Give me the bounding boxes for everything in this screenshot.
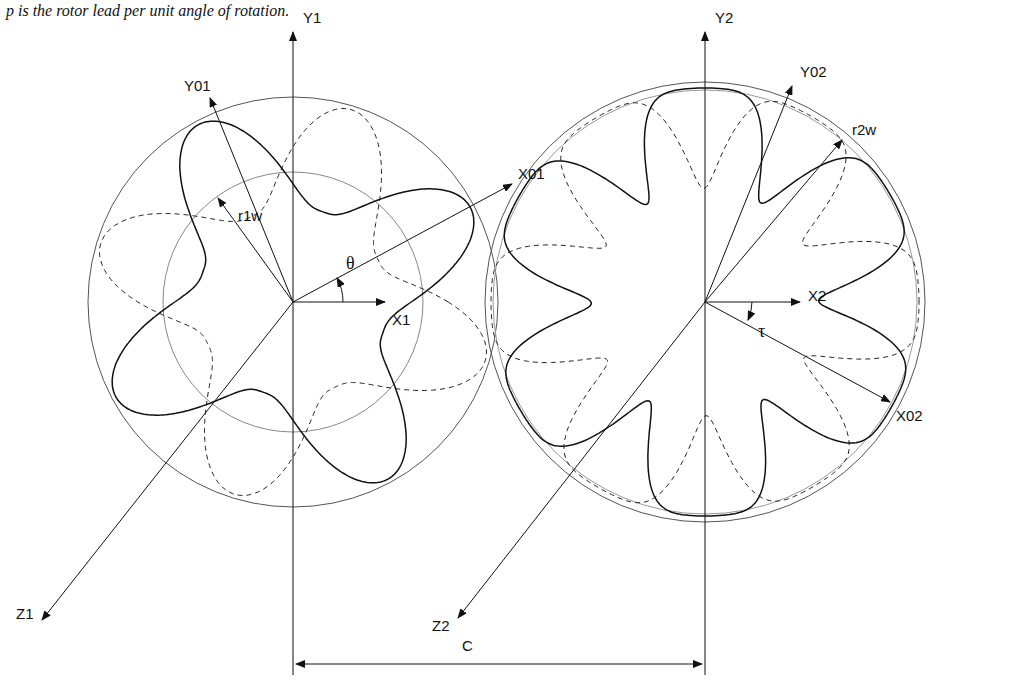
radius-label: r1w [238,208,262,223]
dimension-label: C [462,638,473,653]
angle-label: θ [346,254,355,272]
axis-label: Y01 [184,78,211,93]
angle-label: τ [758,322,765,340]
axis-label: Y1 [303,10,321,25]
axis-label: Y2 [715,10,733,25]
axis-label: Y02 [800,64,827,79]
radius-label: r2w [852,122,876,137]
axis-label: X02 [896,408,923,423]
axis-label: Z2 [432,618,450,633]
axis-label: Z1 [16,606,34,621]
axis-label: X01 [518,166,545,181]
note-text: p is the rotor lead per unit angle of ro… [6,3,289,19]
axis-label: X2 [808,288,826,303]
axis-label: X1 [392,312,410,327]
